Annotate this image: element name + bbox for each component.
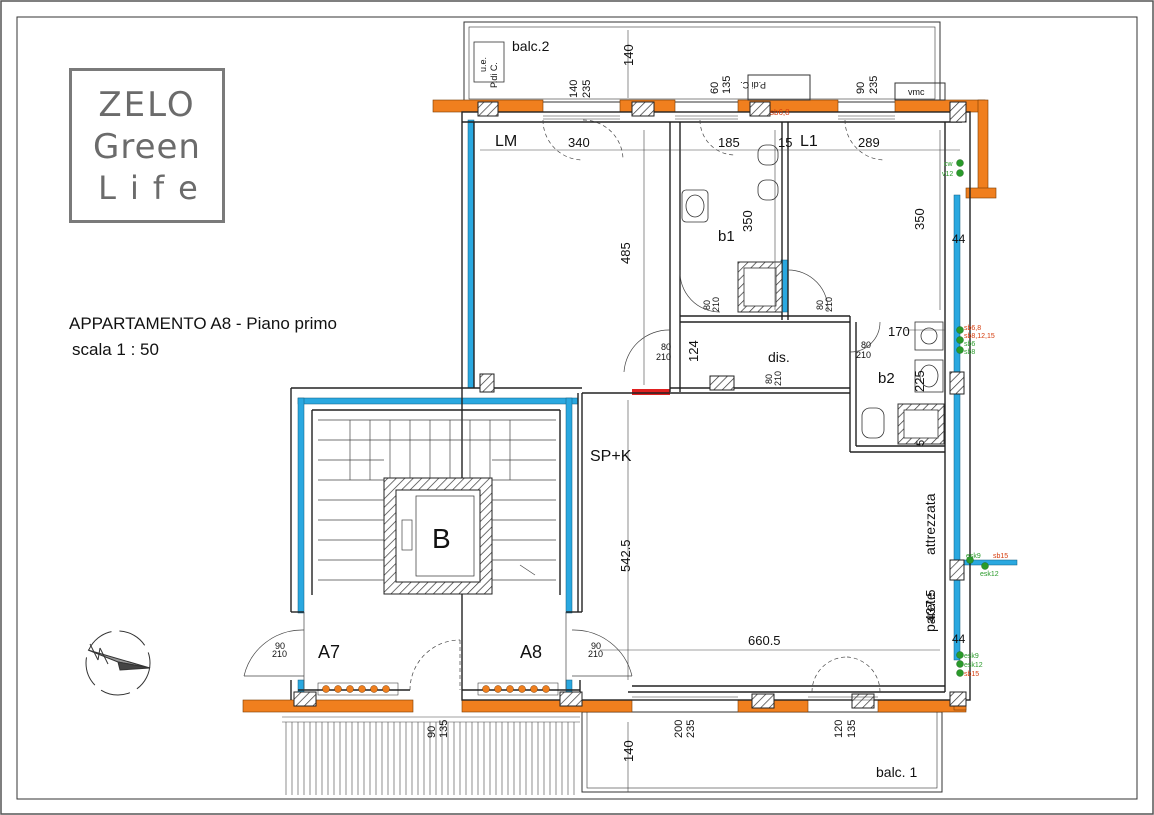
dim-44b: 44 (952, 632, 966, 646)
railing-bottom-left (282, 716, 580, 795)
room-label-l1: L1 (800, 133, 818, 150)
plumb-r3: sb6 (964, 341, 975, 348)
bathroom-fixtures (681, 144, 945, 445)
dim-140-bottom: 140 (621, 740, 636, 762)
dim-289: 289 (858, 135, 880, 150)
wall-outlines (290, 111, 971, 701)
plumbing-symbols (956, 159, 989, 677)
plumb-e1: esk9 (964, 653, 979, 660)
door-210d: 210 (773, 371, 783, 386)
door-210f: 210 (272, 649, 287, 659)
dim-140-top: 140 (621, 44, 636, 66)
dim-350b: 350 (912, 208, 927, 230)
win-90a: 90 (855, 82, 867, 94)
balcony-1-label: balc. 1 (876, 764, 917, 780)
door-210g: 210 (588, 649, 603, 659)
drawing-title: APPARTAMENTO A8 - Piano primo (69, 314, 337, 333)
balcony-1 (581, 711, 943, 793)
pdc-top-label: P.di C. (740, 80, 766, 90)
stair-core (318, 419, 556, 595)
dim-437: 437.5 (923, 589, 938, 622)
room-label-stair: B (432, 523, 451, 554)
room-label-a8: A8 (520, 642, 542, 662)
dim-542: 542.5 (618, 539, 633, 572)
vmc-label: vmc (908, 87, 925, 97)
dim-350a: 350 (740, 210, 755, 232)
win-235b: 235 (868, 76, 880, 94)
dim-5: 5 (915, 440, 927, 446)
door-210a: 210 (711, 297, 721, 312)
logo-line-2: Green (93, 127, 201, 167)
dim-44a: 44 (952, 232, 966, 246)
dim-485: 485 (618, 242, 633, 264)
dim-185: 185 (718, 135, 740, 150)
door-80b: 80 (815, 300, 825, 310)
red-partition (632, 389, 670, 395)
drawing-scale: scala 1 : 50 (72, 340, 159, 359)
room-label-b2: b2 (878, 370, 895, 387)
door-80d: 80 (764, 374, 774, 384)
plumb-r4: sb8 (964, 349, 975, 356)
parete-label: parete (922, 592, 938, 632)
plumb-r1: sb6,8 (964, 325, 981, 332)
win-200: 200 (673, 720, 685, 738)
dim-124: 124 (686, 340, 701, 362)
room-label-b1: b1 (718, 228, 735, 245)
north-arrow-icon (85, 630, 151, 696)
windows (543, 115, 895, 701)
room-label-dis: dis. (768, 349, 790, 365)
win-135a: 135 (721, 76, 733, 94)
win-60: 60 (709, 82, 721, 94)
door-210e: 210 (856, 350, 871, 360)
win-235c: 235 (685, 720, 697, 738)
plumb-cw: cw (944, 161, 954, 168)
room-label-a7: A7 (318, 642, 340, 662)
attrezzata-label: attrezzata (922, 493, 938, 555)
balcony-2-label: balc.2 (512, 38, 550, 54)
plumb-e3: sb15 (964, 671, 979, 678)
door-210c: 210 (656, 352, 671, 362)
win-90b: 90 (426, 726, 438, 738)
structural-columns (293, 101, 967, 709)
dim-170: 170 (888, 324, 910, 339)
plumb-k1: esk9 (966, 553, 981, 560)
plumb-sb68: sb6,8 (770, 108, 790, 117)
win-140: 140 (568, 80, 580, 98)
room-label-spk: SP+K (590, 448, 632, 465)
dim-340: 340 (568, 135, 590, 150)
drawing-border (16, 16, 1138, 800)
door-90a: 90 (275, 641, 285, 651)
balcony-2 (463, 21, 941, 103)
win-135b: 135 (846, 720, 858, 738)
logo: ZELO Green Life (69, 68, 225, 223)
door-80c: 80 (661, 342, 671, 352)
door-210b: 210 (824, 297, 834, 312)
radiators (317, 682, 559, 696)
pdc-vertical-label: P.di C. (489, 62, 499, 88)
doors (542, 119, 886, 693)
door-80e: 80 (861, 340, 871, 350)
logo-line-3: Life (98, 169, 212, 207)
room-label-lm: LM (495, 133, 517, 150)
dimension-lines (480, 30, 960, 792)
ue-label: u.e. (478, 57, 488, 72)
plumb-r2: sb8,12,15 (964, 333, 995, 340)
plumb-v12: v12 (942, 171, 953, 178)
dim-225: 225 (912, 370, 927, 392)
plumb-e2: esk12 (964, 662, 983, 669)
dim-660: 660.5 (748, 633, 781, 648)
logo-line-1: ZELO (98, 85, 196, 125)
plumb-k3: esk12 (980, 571, 999, 578)
win-120: 120 (833, 720, 845, 738)
win-135c: 135 (438, 720, 450, 738)
dim-15: 15 (778, 135, 792, 150)
landing (243, 612, 633, 691)
door-90b: 90 (591, 641, 601, 651)
plumb-k2: sb15 (993, 553, 1008, 560)
door-80a: 80 (702, 300, 712, 310)
win-235a: 235 (581, 80, 593, 98)
